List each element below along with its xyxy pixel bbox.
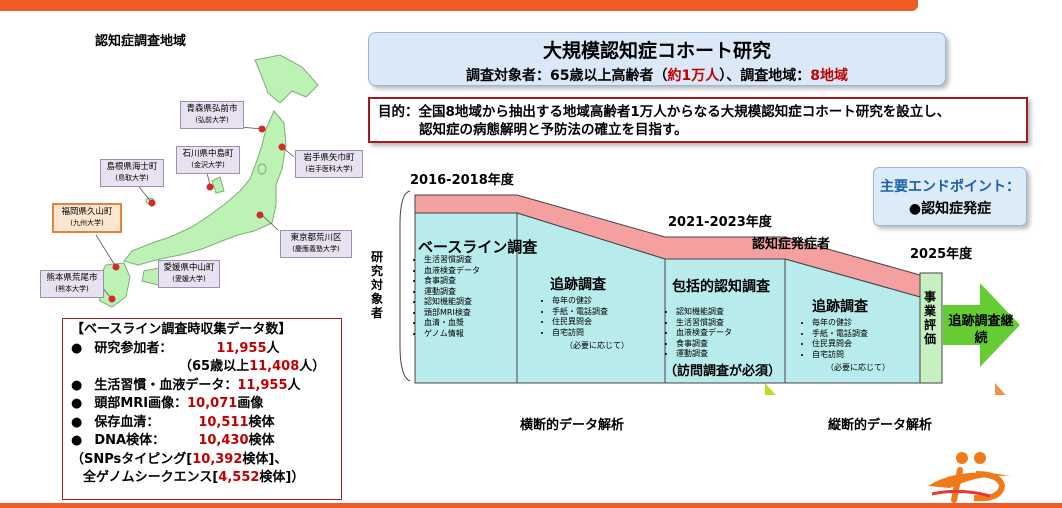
map-title: 認知症調査地域 bbox=[95, 34, 187, 49]
year-label-2016: 2016-2018年度 bbox=[410, 173, 514, 188]
purpose-box: 目的：全国8地域から抽出する地域高齢者1万人からなる大規模認知症コホート研究を設… bbox=[368, 97, 1028, 143]
stage-baseline-title: ベースライン調査 bbox=[418, 238, 538, 256]
baseline-data-box: 【ベースライン調査時収集データ数】 ●研究参加者：11,955人 （65歳以上1… bbox=[62, 318, 342, 500]
data-row-participants-65: （65歳以上11,408人） bbox=[179, 359, 326, 374]
top-accent-bar bbox=[0, 0, 918, 11]
endpoint-box: 主要エンドポイント： ●認知症発症 bbox=[873, 167, 1027, 226]
title-box: 大規模認知症コホート研究 調査対象者：65歳以上高齢者（約1万人）、調査地域：8… bbox=[368, 32, 946, 86]
subjects-label: 研究対象者 bbox=[370, 250, 383, 320]
stage-comprehensive-note: （訪問調査が必須） bbox=[664, 364, 782, 379]
year-label-2025: 2025年度 bbox=[910, 247, 973, 262]
city-label-fukuoka: 福岡県久山町(九州大学) bbox=[52, 203, 122, 233]
purpose-line-2: 認知症の病態解明と予防法の確立を目指す。 bbox=[419, 122, 688, 138]
city-label-kumamoto: 熊本県荒尾市(熊本大学) bbox=[40, 270, 104, 298]
city-label-tokyo: 東京都荒川区(慶應義塾大学) bbox=[280, 230, 352, 258]
stage-followup2-title: 追跡調査 bbox=[812, 299, 868, 315]
dementia-onset-label: 認知症発症者 bbox=[752, 237, 831, 252]
data-row-wgs: 全ゲノムシークエンス[4,552検体]） bbox=[83, 470, 305, 485]
main-title: 大規模認知症コホート研究 bbox=[542, 40, 771, 62]
bottom-accent-bar bbox=[0, 503, 1062, 508]
main-subtitle: 調査対象者：65歳以上高齢者（約1万人）、調査地域：8地域 bbox=[466, 68, 848, 84]
stage-followup-note: （必要に応じて） bbox=[565, 341, 629, 350]
longitudinal-label: 縦断的データ解析 bbox=[828, 418, 933, 433]
stage-followup2-list: 毎年の健診手紙・電話調査 住民異問会自宅訪問 bbox=[798, 318, 868, 360]
stage-comprehensive-list: 認知機能調査生活習慣調査 血液検査データ食事調査 運動調査 bbox=[662, 307, 732, 360]
purpose-line-1: 目的：全国8地域から抽出する地域高齢者1万人からなる大規模認知症コホート研究を設… bbox=[378, 104, 951, 120]
year-label-2021: 2021-2023年度 bbox=[668, 215, 772, 230]
city-label-ishikawa: 石川県中島町(金沢大学) bbox=[176, 146, 240, 174]
endpoint-value: ●認知症発症 bbox=[908, 201, 992, 217]
continue-label: 追跡調査継続 bbox=[948, 314, 1014, 346]
data-row-participants: ●研究参加者：11,955人 bbox=[71, 340, 280, 356]
data-row-lifestyle: ●生活習慣・血液データ：11,955人 bbox=[71, 377, 301, 393]
data-row-serum: ●保存血清：10,511検体 bbox=[71, 414, 275, 430]
city-label-aomori: 青森県弘前市(弘前大学) bbox=[180, 101, 244, 129]
city-label-shimane: 島根県海士町(鳥取大学) bbox=[100, 159, 164, 187]
stage-followup-list: 毎年の健診手紙・電話調査 住民異問会自宅訪問 bbox=[538, 296, 608, 338]
city-label-ehime: 愛媛県中山町(愛媛大学) bbox=[158, 260, 220, 288]
data-row-mri: ●頭部MRI画像：10,071画像 bbox=[71, 396, 264, 411]
evaluation-label: 事業評価 bbox=[923, 290, 936, 346]
stage-baseline-list: 生活習慣調査血液検査データ 食事調査運動調査 認知機能調査頭部MRI検査 血清・… bbox=[410, 255, 480, 339]
organization-logo bbox=[928, 452, 1010, 503]
stage-comprehensive-title: 包括的認知調査 bbox=[672, 279, 770, 295]
data-row-dna: ●DNA検体：10,430検体 bbox=[71, 433, 275, 448]
data-box-title: 【ベースライン調査時収集データ数】 bbox=[71, 322, 292, 337]
cross-sectional-label: 横断的データ解析 bbox=[520, 418, 625, 433]
city-label-iwate: 岩手県矢巾町(岩手医科大学) bbox=[295, 150, 363, 178]
stage-followup-title: 追跡調査 bbox=[550, 277, 606, 293]
timeline-diagram bbox=[399, 190, 1020, 395]
data-row-snps: （SNPsタイピング[10,392検体]、 bbox=[71, 451, 288, 467]
stage-followup2-note: （必要に応じて） bbox=[826, 363, 890, 372]
endpoint-label: 主要エンドポイント： bbox=[880, 179, 1020, 195]
